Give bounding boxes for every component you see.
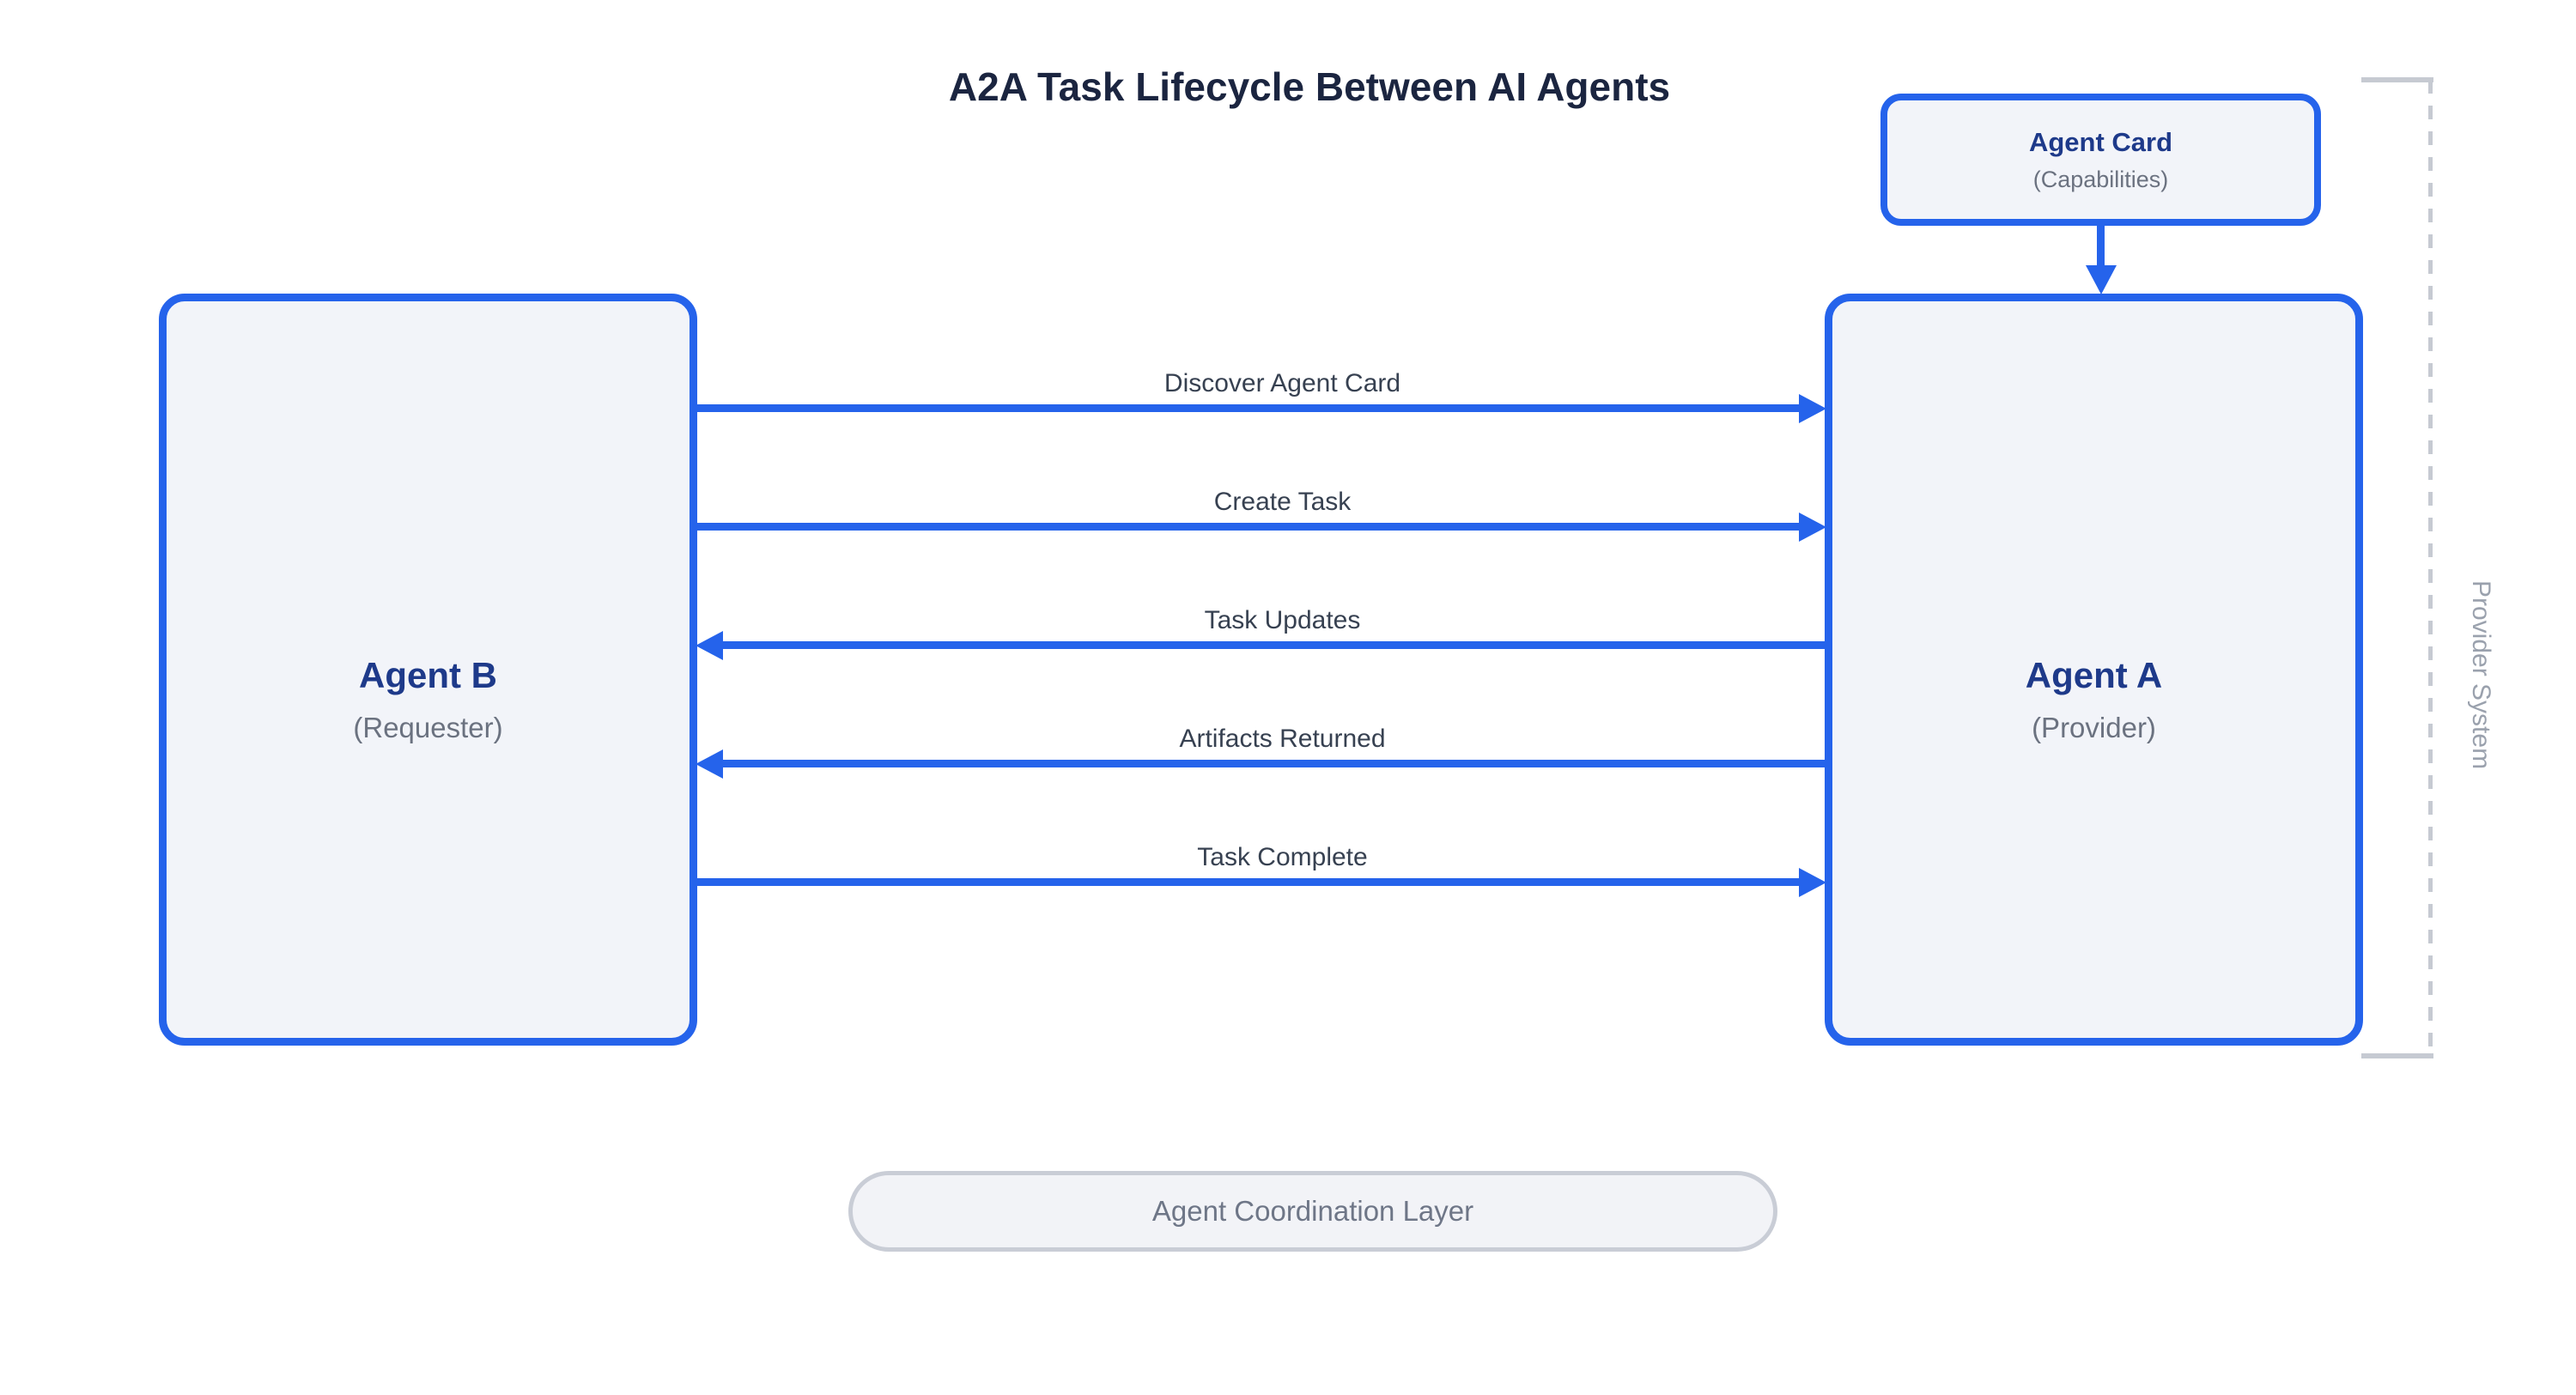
message-artifacts-returned: Artifacts Returned bbox=[696, 725, 1825, 779]
message-line bbox=[697, 404, 1802, 412]
provider-system-label: Provider System bbox=[2467, 580, 2495, 770]
message-task-complete: Task Complete bbox=[697, 843, 1826, 897]
arrowhead-icon bbox=[696, 749, 723, 779]
agent-b-subtitle: (Requester) bbox=[353, 712, 503, 743]
agent-card-arrowhead-icon bbox=[2086, 265, 2117, 294]
provider-bracket-bottom-tick bbox=[2361, 1053, 2433, 1058]
coordination-layer-pill: Agent Coordination Layer bbox=[848, 1171, 1777, 1252]
agent-b-name: Agent B bbox=[359, 655, 497, 695]
message-line bbox=[720, 760, 1825, 767]
agent-a-subtitle: (Provider) bbox=[2032, 712, 2156, 743]
agent-card-node: Agent Card (Capabilities) bbox=[1880, 94, 2321, 226]
arrowhead-icon bbox=[1799, 867, 1826, 897]
message-line bbox=[720, 641, 1825, 649]
message-label: Artifacts Returned bbox=[1179, 725, 1386, 753]
agent-b-node: Agent B (Requester) bbox=[159, 294, 697, 1046]
arrowhead-icon bbox=[696, 630, 723, 660]
message-line bbox=[697, 523, 1802, 531]
message-label: Discover Agent Card bbox=[1163, 369, 1401, 397]
message-line bbox=[697, 878, 1802, 886]
provider-bracket-top-tick bbox=[2361, 77, 2433, 82]
agent-card-subtitle: (Capabilities) bbox=[2032, 166, 2169, 192]
arrowhead-icon bbox=[1799, 393, 1826, 423]
message-discover-agent-card: Discover Agent Card bbox=[697, 369, 1826, 423]
agent-card-arrow-line bbox=[2097, 224, 2105, 267]
diagram-title: A2A Task Lifecycle Between AI Agents bbox=[948, 64, 1671, 109]
arrowhead-icon bbox=[1799, 512, 1826, 542]
coordination-layer-label: Agent Coordination Layer bbox=[1151, 1195, 1474, 1227]
message-create-task: Create Task bbox=[697, 488, 1826, 542]
message-label: Task Complete bbox=[1197, 843, 1368, 871]
provider-bracket-dashed-line bbox=[2428, 80, 2433, 1048]
message-label: Create Task bbox=[1213, 488, 1352, 516]
message-label: Task Updates bbox=[1204, 606, 1361, 634]
agent-a-node: Agent A (Provider) bbox=[1825, 294, 2363, 1046]
agent-a-name: Agent A bbox=[2025, 655, 2163, 695]
message-task-updates: Task Updates bbox=[696, 606, 1825, 660]
agent-card-name: Agent Card bbox=[2028, 126, 2173, 157]
